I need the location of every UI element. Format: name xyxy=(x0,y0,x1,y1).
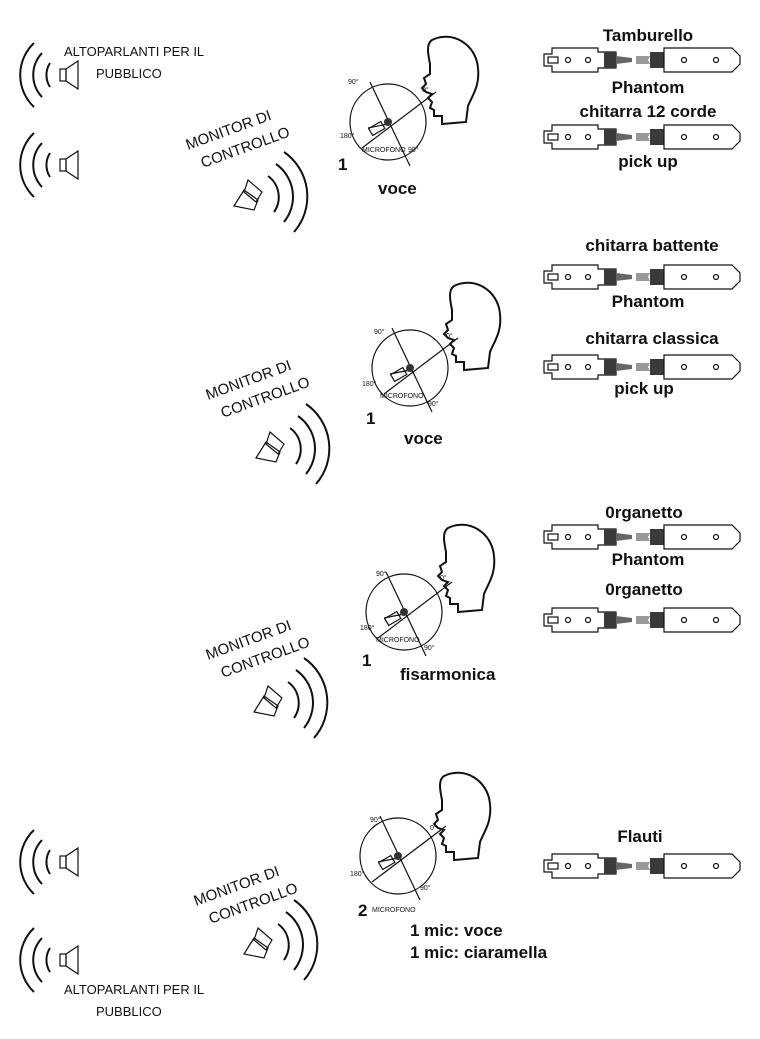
polar-label-90b: 90° xyxy=(408,146,419,154)
xlr-cable-icon xyxy=(543,47,741,73)
power-label: pick up xyxy=(614,379,674,398)
polar-label-180: 180° xyxy=(340,132,355,140)
head-icon xyxy=(433,771,492,861)
xlr-cable-icon xyxy=(543,354,741,380)
instrument-name: Tamburello xyxy=(603,26,693,45)
head-icon xyxy=(443,281,502,371)
caption: fisarmonica xyxy=(400,665,496,684)
section-1: ALTOPARLANTI PER IL PUBBLICO MONITOR DI … xyxy=(19,26,741,233)
xlr-cable-icon xyxy=(543,124,741,150)
section-3: MONITOR DI CONTROLLO 90° 0° 180° MICROFO… xyxy=(204,503,741,739)
polar-label-0: 0° xyxy=(422,86,429,94)
power-label: Phantom xyxy=(612,550,685,569)
caption: voce xyxy=(378,179,417,198)
caption: voce xyxy=(404,429,443,448)
mic-count: 1 xyxy=(338,155,347,174)
instrument-name: chitarra battente xyxy=(585,236,718,255)
instrument-name: chitarra 12 corde xyxy=(579,102,716,121)
speakers-label-top: ALTOPARLANTI PER IL xyxy=(64,982,204,997)
polar-label-mic: MICROFONO xyxy=(376,637,420,644)
polar-label-mic: MICROFONO xyxy=(380,393,424,400)
mic-count: 2 xyxy=(358,901,367,920)
polar-label-180: 180° xyxy=(360,624,375,632)
polar-label-mic: MICROFONO xyxy=(362,147,406,154)
instrument-name: Flauti xyxy=(617,827,662,846)
xlr-cable-icon xyxy=(543,524,741,550)
power-label: Phantom xyxy=(612,78,685,97)
polar-label-0: 0° xyxy=(446,332,453,340)
monitor-icon xyxy=(253,657,329,739)
caption: 1 mic: ciaramella xyxy=(410,943,548,962)
instrument-name: 0rganetto xyxy=(605,503,682,522)
speakers-label-top: ALTOPARLANTI PER IL xyxy=(64,44,204,59)
polar-label-90: 90° xyxy=(374,328,385,336)
instrument-name: chitarra classica xyxy=(585,329,719,348)
polar-label-180: 180° xyxy=(362,380,377,388)
polar-label-90: 90° xyxy=(376,570,387,578)
xlr-cable-icon xyxy=(543,853,741,879)
polar-label-90b: 90° xyxy=(428,400,439,408)
head-icon xyxy=(421,35,480,126)
polar-label-180: 180° xyxy=(350,870,365,878)
speakers-label-bottom: PUBBLICO xyxy=(96,1004,162,1019)
polar-label-90b: 90° xyxy=(424,644,435,652)
polar-label-90b: 90° xyxy=(420,884,431,892)
speaker-icon xyxy=(19,132,79,198)
xlr-cable-icon xyxy=(543,264,741,290)
monitor-icon xyxy=(233,151,309,233)
polar-label-mic: MICROFONO xyxy=(372,907,416,914)
polar-label-90: 90° xyxy=(370,816,381,824)
section-2: MONITOR DI CONTROLLO 90° 0° 180° MICROFO… xyxy=(204,236,741,485)
section-4: ALTOPARLANTI PER IL PUBBLICO MONITOR DI … xyxy=(19,771,741,1019)
polar-label-0: 0° xyxy=(430,824,437,832)
speakers-label-bottom: PUBBLICO xyxy=(96,66,162,81)
mic-count: 1 xyxy=(366,409,375,428)
head-icon xyxy=(437,523,496,613)
instrument-name: 0rganetto xyxy=(605,580,682,599)
monitor-icon xyxy=(255,403,331,485)
caption: 1 mic: voce xyxy=(410,921,503,940)
speaker-icon xyxy=(19,829,79,895)
polar-label-90: 90° xyxy=(348,78,359,86)
xlr-cable-icon xyxy=(543,607,741,633)
power-label: pick up xyxy=(618,152,678,171)
mic-count: 1 xyxy=(362,651,371,670)
power-label: Phantom xyxy=(612,292,685,311)
polar-label-0: 0° xyxy=(440,574,447,582)
